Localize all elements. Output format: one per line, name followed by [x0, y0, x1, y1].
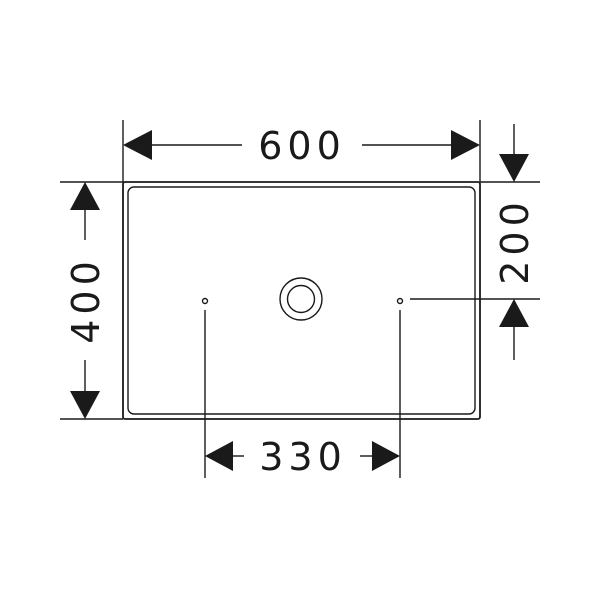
arrow-right-icon: [372, 441, 400, 471]
tap-hole-left: [201, 297, 209, 305]
arrow-down-icon: [499, 154, 529, 182]
arrow-up-icon: [499, 299, 529, 327]
arrow-left-icon: [123, 130, 152, 160]
tap-distance-label: 330: [259, 435, 347, 479]
drain-icon: [279, 277, 323, 321]
arrow-left-icon: [205, 441, 233, 471]
drain-offset-dimension: 200: [410, 124, 540, 360]
tap-hole-right: [396, 297, 404, 305]
arrow-up-icon: [70, 182, 100, 210]
arrow-right-icon: [451, 130, 480, 160]
tap-distance-dimension: 330: [204, 310, 401, 479]
width-dimension: 600: [122, 120, 481, 182]
depth-label: 400: [64, 256, 108, 344]
drain-offset-label: 200: [493, 197, 537, 285]
depth-dimension: 400: [60, 181, 123, 420]
arrow-down-icon: [70, 391, 100, 419]
basin-outline: [122, 181, 481, 420]
width-label: 600: [258, 124, 346, 168]
